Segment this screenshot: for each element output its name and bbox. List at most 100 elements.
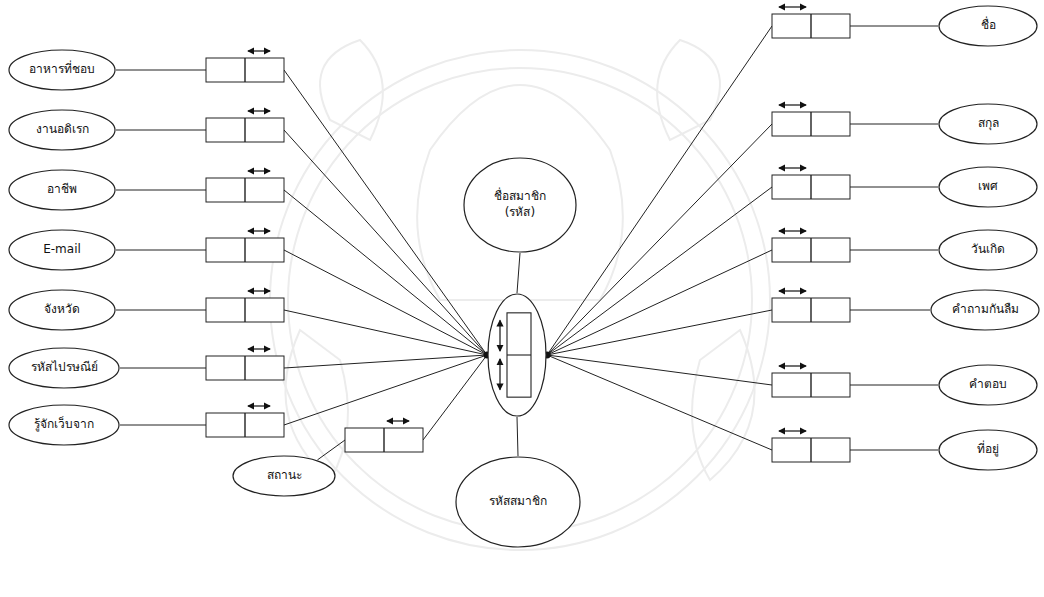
double-arrow: [248, 405, 270, 406]
connector-line: [116, 190, 487, 355]
ellipse-border: [464, 158, 576, 252]
link-box-divider: [244, 178, 245, 202]
seal-ring: [270, 50, 770, 550]
seal-ornament: [692, 330, 755, 480]
link-box-divider: [810, 298, 811, 322]
connector-line: [116, 250, 487, 355]
key-circle: รหัสสมาชิก: [455, 456, 581, 548]
ellipse-border: [233, 456, 335, 496]
connector-line: [547, 124, 938, 355]
seal-ornament: [657, 40, 720, 140]
node-label: คำตอบ: [969, 377, 1007, 393]
double-arrow: [779, 104, 806, 105]
connector-line: [547, 355, 938, 450]
node-label: อาหารที่ชอบ: [29, 62, 95, 78]
link-box-divider: [810, 438, 811, 462]
double-arrow: [248, 290, 270, 291]
node-label: สถานะ: [267, 468, 302, 484]
ellipse-border: [939, 6, 1037, 46]
link-box-frame: [772, 112, 850, 136]
link-box-divider: [810, 112, 811, 136]
link-box-divider: [244, 413, 245, 437]
link-box-frame: [772, 373, 850, 397]
ellipse-border: [9, 290, 115, 330]
link-box-divider: [244, 238, 245, 262]
node-label: รหัสสมาชิก: [489, 494, 547, 510]
attribute-ellipse: อาหารที่ชอบ: [8, 49, 116, 91]
node-label: รหัสไปรษณีย์: [31, 360, 98, 376]
link-box: [206, 171, 284, 202]
link-box-frame: [345, 428, 423, 452]
link-box-divider: [810, 238, 811, 262]
connector-line: [116, 310, 487, 355]
seal-crown: [417, 85, 623, 300]
ellipse-border: [9, 405, 119, 445]
link-box-divider: [810, 373, 811, 397]
ellipse-border: [9, 50, 115, 90]
record-box: [507, 313, 531, 397]
link-box-frame: [772, 238, 850, 262]
node-label: วันเกิด: [971, 242, 1005, 258]
ellipse-border: [9, 230, 115, 270]
link-box: [772, 7, 850, 38]
link-box-divider: [810, 175, 811, 199]
node-label: ชื่อสมาชิก (รหัส): [481, 189, 559, 220]
attribute-ellipse: คำถามกันลืม: [930, 289, 1040, 331]
link-box: [206, 406, 284, 437]
attribute-ellipse: รู้จักเว็บจาก: [8, 404, 120, 446]
link-box: [206, 291, 284, 322]
connector-line: [547, 26, 938, 355]
attribute-ellipse: วันเกิด: [938, 229, 1038, 271]
double-arrow: [779, 230, 806, 231]
double-arrow: [779, 167, 806, 168]
connector-line: [317, 355, 487, 460]
ellipse-border: [939, 104, 1037, 144]
attribute-ellipse: อาชีพ: [8, 169, 116, 211]
entity-circle: ชื่อสมาชิก (รหัส): [463, 157, 577, 253]
connector-line: [116, 130, 487, 355]
double-arrow: [387, 420, 409, 421]
connector-line: [547, 355, 938, 385]
seal-ornament: [320, 40, 383, 140]
connector-line: [547, 310, 930, 355]
double-arrow: [248, 110, 270, 111]
link-box-divider: [383, 428, 384, 452]
link-box: [772, 291, 850, 322]
connector-line: [120, 355, 487, 368]
link-box-frame: [772, 298, 850, 322]
connector-line: [517, 417, 518, 456]
link-box-frame: [206, 238, 284, 262]
attribute-ellipse: E-mail: [8, 229, 116, 271]
ellipse-border: [939, 167, 1037, 207]
link-box: [206, 231, 284, 262]
attribute-ellipse: จังหวัด: [8, 289, 116, 331]
link-box: [206, 349, 284, 380]
node-label: เพศ: [978, 179, 998, 195]
double-arrow: [248, 170, 270, 171]
double-arrow: [779, 365, 806, 366]
attribute-ellipse: ชื่อ: [938, 5, 1038, 47]
connector-line: [517, 253, 520, 293]
attribute-ellipse: งานอดิเรก: [8, 109, 116, 151]
ellipse-border: [939, 230, 1037, 270]
link-box-frame: [772, 175, 850, 199]
ellipse-border: [488, 294, 546, 416]
connector-line: [547, 187, 938, 355]
ellipse-border: [9, 170, 115, 210]
link-box: [772, 231, 850, 262]
double-arrow: [779, 6, 806, 7]
link-box: [206, 111, 284, 142]
ellipse-border: [939, 430, 1037, 470]
link-box-divider: [810, 14, 811, 38]
link-box-frame: [772, 14, 850, 38]
double-arrow: [248, 230, 270, 231]
attribute-ellipse: สกุล: [938, 103, 1038, 145]
link-box-frame: [772, 438, 850, 462]
node-label: จังหวัด: [44, 302, 80, 318]
attribute-ellipse: ที่อยู่: [938, 429, 1038, 471]
double-arrow: [779, 430, 806, 431]
link-box-frame: [206, 298, 284, 322]
link-box-frame: [206, 413, 284, 437]
attribute-ellipse: สถานะ: [232, 455, 336, 497]
ellipse-border: [9, 348, 119, 388]
